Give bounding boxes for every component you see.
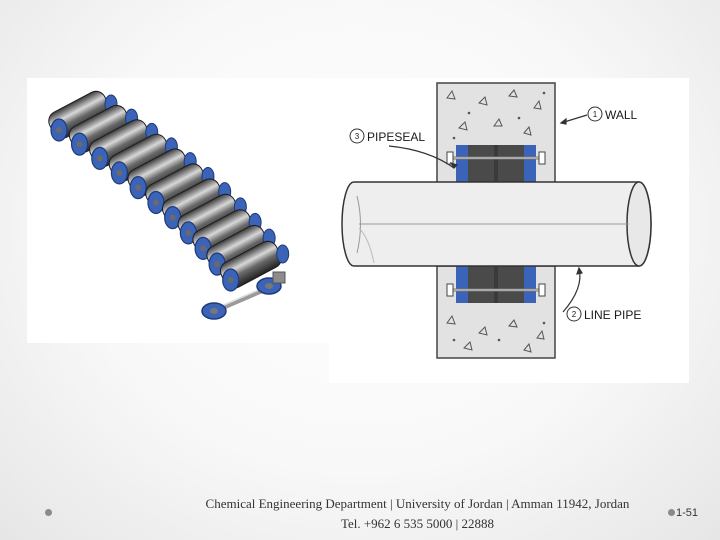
link-seal-photo [27, 78, 329, 343]
svg-text:LINE PIPE: LINE PIPE [584, 308, 641, 322]
pipeseal-upper [446, 145, 546, 182]
svg-text:PIPESEAL: PIPESEAL [367, 130, 425, 144]
label-pipeseal: 3 PIPESEAL [349, 128, 425, 144]
line-pipe [341, 181, 652, 267]
slide-number: 1-51 [676, 507, 699, 519]
svg-text:1: 1 [593, 110, 598, 119]
bullet-dot-right [668, 509, 675, 516]
seal-link [127, 148, 197, 200]
label-line-pipe: 2 LINE PIPE [566, 306, 641, 322]
seal-links [48, 90, 290, 292]
pipe-seal-diagram: 1 WALL 3 PIPESEAL 2 LINE PIPE [329, 78, 689, 383]
footer-phone: Tel. +962 6 535 5000 | 22888 [340, 516, 495, 531]
leader-lines [388, 114, 588, 313]
seal-link [68, 104, 139, 156]
footer-department: Chemical Engineering Department | Univer… [205, 496, 630, 511]
svg-text:3: 3 [355, 132, 360, 141]
bullet-dot-left [45, 509, 52, 516]
svg-text:WALL: WALL [605, 108, 638, 122]
label-wall: 1 WALL [587, 106, 638, 122]
seal-link [108, 133, 178, 185]
svg-text:2: 2 [572, 310, 577, 319]
seal-link [219, 240, 290, 292]
seal-link [89, 119, 159, 171]
pipeseal-lower [446, 266, 546, 303]
loose-bolt-assembly [201, 271, 286, 320]
